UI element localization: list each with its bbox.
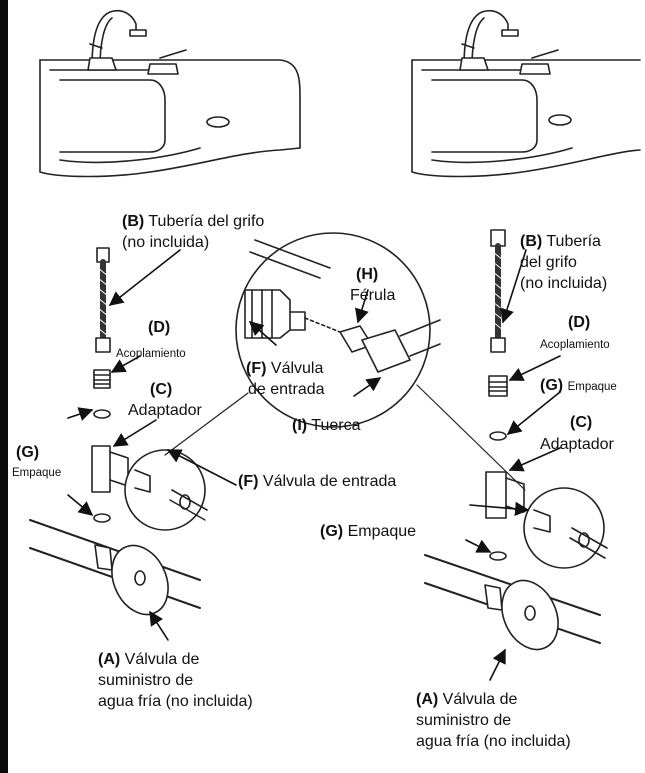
right-label-g-tag: (G) xyxy=(540,377,564,394)
right-label-b-line3: (no incluida) xyxy=(520,275,608,292)
right-label-a-line2: suministro de xyxy=(416,712,512,729)
left-label-b: (B) Tubería del grifo xyxy=(122,212,264,231)
right-label-c-tag: (C) xyxy=(570,414,593,431)
left-label-b-line1: Tubería del grifo xyxy=(148,213,265,230)
right-label-g: (G) Empaque xyxy=(540,376,617,395)
right-label-g2-tag: (G) xyxy=(320,523,344,540)
left-assembly xyxy=(29,247,208,616)
left-label-f-tag: (F) xyxy=(238,473,259,490)
detail-label-f: (F) Válvula xyxy=(246,359,323,378)
right-label-c-text: Adaptador xyxy=(540,436,614,453)
right-label-d-tag: (D) xyxy=(568,314,591,331)
left-border-bar xyxy=(0,0,8,773)
detail-label-f-line2: de entrada xyxy=(248,381,325,398)
left-label-b-tag: (B) xyxy=(122,213,145,230)
left-label-d-tag: (D) xyxy=(148,319,171,336)
left-label-b-line2: (no incluida) xyxy=(122,234,210,251)
left-label-a-line1: Válvula de xyxy=(124,651,200,668)
left-label-a: (A) Válvula de xyxy=(98,650,199,669)
detail-label-i-text: Tuerca xyxy=(311,417,361,434)
detail-label-f-line1: Válvula xyxy=(270,360,324,377)
right-label-a-line3: agua fría (no incluida) xyxy=(416,733,571,750)
left-label-c-tag: (C) xyxy=(150,381,173,398)
right-sink xyxy=(411,9,641,178)
detail-label-i: (I) Tuerca xyxy=(292,416,360,435)
left-label-d-text: Acoplamiento xyxy=(116,348,186,360)
right-label-b-tag: (B) xyxy=(520,233,543,250)
left-label-g-tag: (G) xyxy=(16,444,40,461)
left-label-a-line3: agua fría (no incluida) xyxy=(98,693,253,710)
right-label-b-line2: del grifo xyxy=(520,254,577,271)
left-sink xyxy=(39,9,301,178)
detail-label-h-text: Férula xyxy=(350,287,396,304)
right-label-a-line1: Válvula de xyxy=(442,691,518,708)
detail-label-h-tag: (H) xyxy=(356,266,379,283)
left-label-f-text: Válvula de entrada xyxy=(262,473,397,490)
left-label-c-text: Adaptador xyxy=(128,402,202,419)
left-label-g-text: Empaque xyxy=(12,467,62,479)
left-label-a-tag: (A) xyxy=(98,651,121,668)
right-label-a-tag: (A) xyxy=(416,691,439,708)
right-label-g-text: Empaque xyxy=(567,381,617,393)
right-label-a: (A) Válvula de xyxy=(416,690,517,709)
right-label-b-line1: Tubería xyxy=(546,233,601,250)
detail-label-i-tag: (I) xyxy=(292,417,308,434)
right-label-b: (B) Tubería xyxy=(520,232,601,251)
left-label-a-line2: suministro de xyxy=(98,672,194,689)
left-label-f: (F) Válvula de entrada xyxy=(238,472,396,491)
right-label-g2-text: Empaque xyxy=(347,523,417,540)
detail-circle xyxy=(164,232,526,491)
right-label-g2: (G) Empaque xyxy=(320,522,416,541)
detail-label-f-tag: (F) xyxy=(246,360,267,377)
right-label-d-text: Acoplamiento xyxy=(540,339,610,351)
callout-arrows xyxy=(67,249,561,681)
